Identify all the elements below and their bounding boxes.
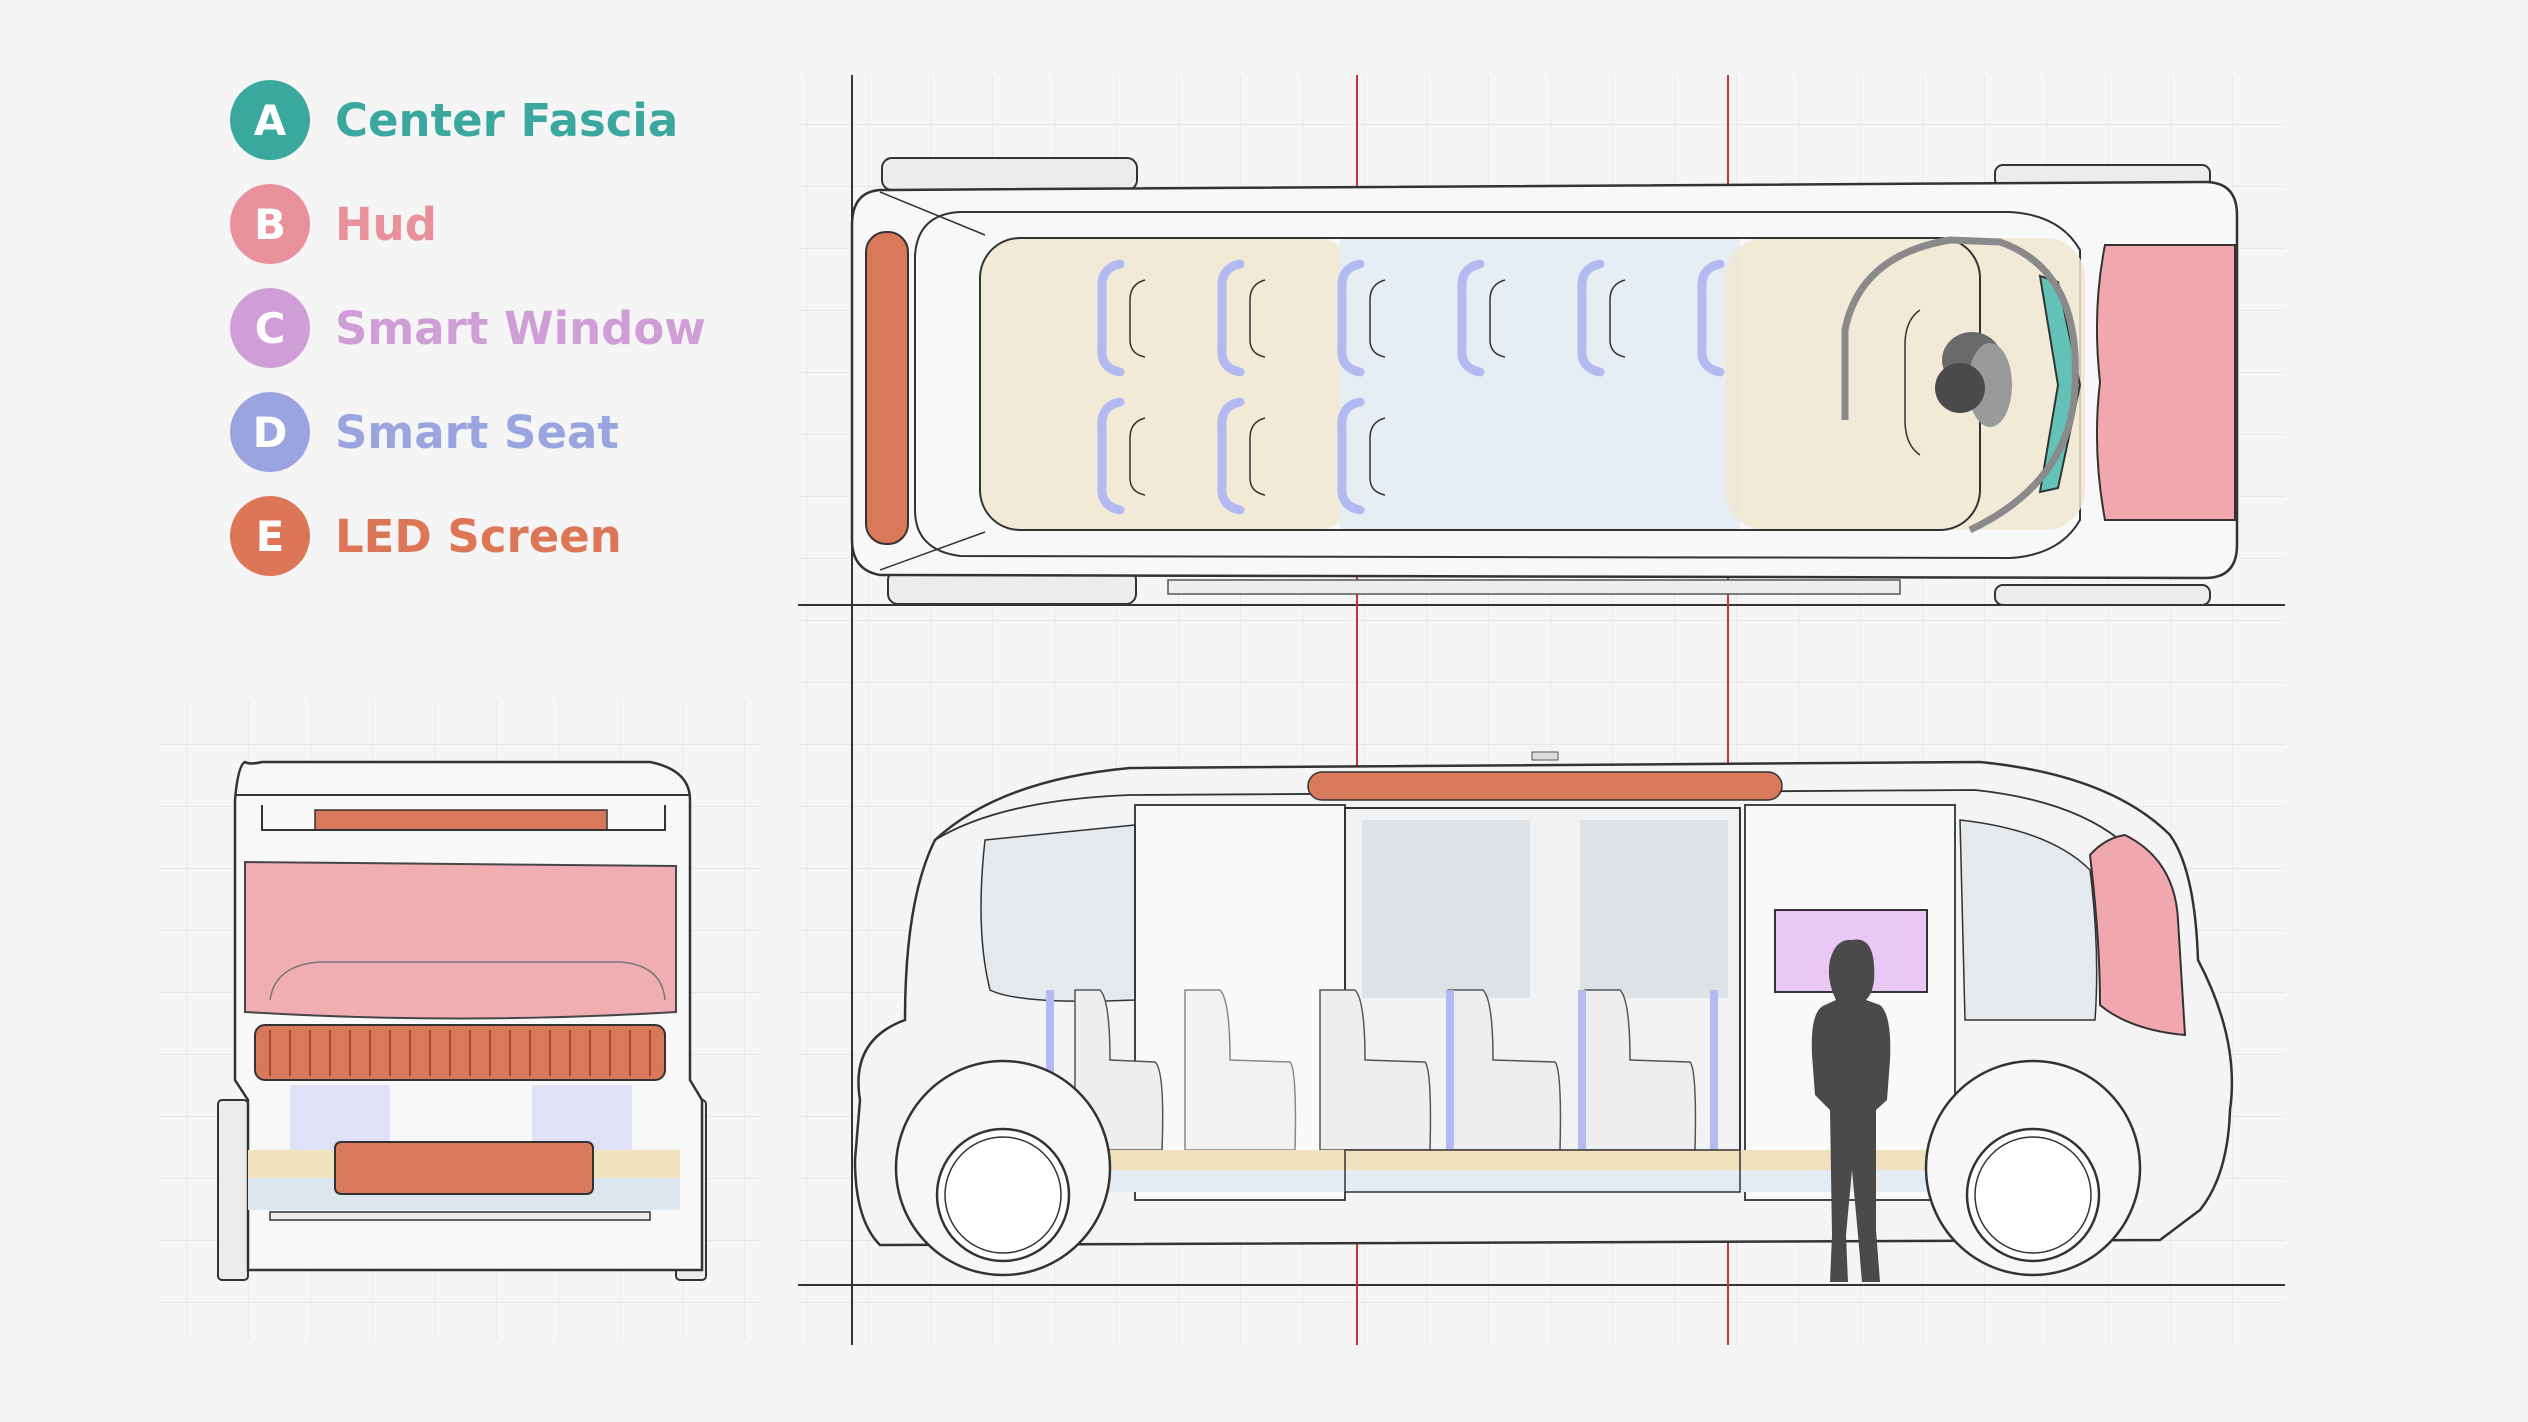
side-door-window-left — [1362, 820, 1530, 998]
front-wheel-left — [217, 1099, 249, 1281]
legend-item-smart-seat: D Smart Seat — [230, 390, 619, 474]
top-seat-6 — [1697, 259, 1725, 377]
side-wheel-rear — [894, 1059, 1112, 1277]
side-seat-3 — [1319, 989, 1432, 1151]
top-wheel-front-left — [881, 157, 1138, 191]
side-seat-1 — [1074, 989, 1164, 1151]
legend-label-center-fascia: Center Fascia — [335, 93, 679, 147]
front-roof-frame — [261, 805, 666, 831]
front-dash-outline — [269, 961, 666, 1001]
top-driver-arc — [1841, 236, 2079, 534]
top-seat-3 — [1337, 259, 1365, 377]
side-view — [853, 751, 2234, 1282]
front-step — [269, 1211, 651, 1221]
top-window-zone-middle — [1340, 238, 1740, 530]
top-seat-4 — [1457, 259, 1485, 377]
top-seat-8 — [1217, 397, 1245, 515]
front-view — [217, 760, 707, 1281]
front-grille-lines — [269, 1030, 651, 1076]
front-top-led-bar — [314, 809, 608, 831]
top-seat-2 — [1217, 259, 1245, 377]
top-driver-figure — [1935, 332, 2012, 427]
legend-item-center-fascia: A Center Fascia — [230, 78, 678, 162]
side-floor-stripe-yellow — [1095, 1150, 1970, 1170]
top-view — [850, 157, 2239, 606]
side-seats — [1074, 989, 1697, 1151]
legend-label-hud: Hud — [335, 197, 437, 251]
top-seat-1 — [1097, 259, 1125, 377]
top-side-skirt — [1167, 579, 1901, 595]
side-door-window-right — [1580, 820, 1728, 998]
top-corner-line-1 — [879, 191, 986, 236]
side-window-front — [1959, 819, 2098, 1021]
side-person-silhouette — [1811, 939, 1891, 1282]
legend-badge-d: D — [230, 392, 310, 472]
top-seats — [1097, 259, 1725, 515]
side-wheel-front — [1924, 1059, 2142, 1277]
top-seat-inner-lines — [1129, 279, 1921, 496]
top-seat-5 — [1577, 259, 1605, 377]
top-seat-7 — [1097, 397, 1125, 515]
legend-item-smart-window: C Smart Window — [230, 286, 706, 370]
front-hud — [244, 860, 677, 1020]
legend-label-smart-window: Smart Window — [335, 301, 706, 355]
side-hud — [2088, 833, 2187, 1037]
side-window-rear — [980, 824, 1136, 1002]
top-wheel-rear-right — [1994, 584, 2211, 606]
front-seat-left — [290, 1085, 390, 1150]
legend-badge-e: E — [230, 496, 310, 576]
top-corner-line-2 — [879, 531, 986, 571]
top-seat-9 — [1337, 397, 1365, 515]
side-floor-stripe-blue — [1095, 1170, 1970, 1192]
front-grille-led — [254, 1024, 666, 1081]
top-body-inner — [914, 211, 2081, 560]
side-seat-2 — [1184, 989, 1297, 1151]
legend-label-smart-seat: Smart Seat — [335, 405, 619, 459]
legend-label-led-screen: LED Screen — [335, 509, 622, 563]
legend: A Center Fascia B Hud C Smart Window D S… — [0, 0, 800, 600]
legend-item-hud: B Hud — [230, 182, 437, 266]
side-roof-sensor — [1531, 751, 1559, 761]
side-door-threshold — [1344, 1149, 1741, 1193]
side-seat-blue-bars — [1046, 990, 1718, 1150]
side-roof-led-bar — [1307, 771, 1783, 801]
legend-badge-a: A — [230, 80, 310, 160]
side-roof-inner — [934, 789, 2121, 841]
top-hud-front — [2095, 244, 2236, 521]
front-seat-right — [532, 1085, 632, 1150]
top-cabin-zone-rear — [980, 238, 1355, 530]
legend-badge-b: B — [230, 184, 310, 264]
legend-badge-c: C — [230, 288, 310, 368]
front-led-screen — [334, 1141, 594, 1195]
legend-item-led-screen: E LED Screen — [230, 494, 622, 578]
top-center-fascia — [2038, 274, 2082, 494]
side-seat-5 — [1584, 989, 1697, 1151]
side-seat-4 — [1447, 989, 1562, 1151]
top-led-screen-rear — [865, 231, 909, 545]
